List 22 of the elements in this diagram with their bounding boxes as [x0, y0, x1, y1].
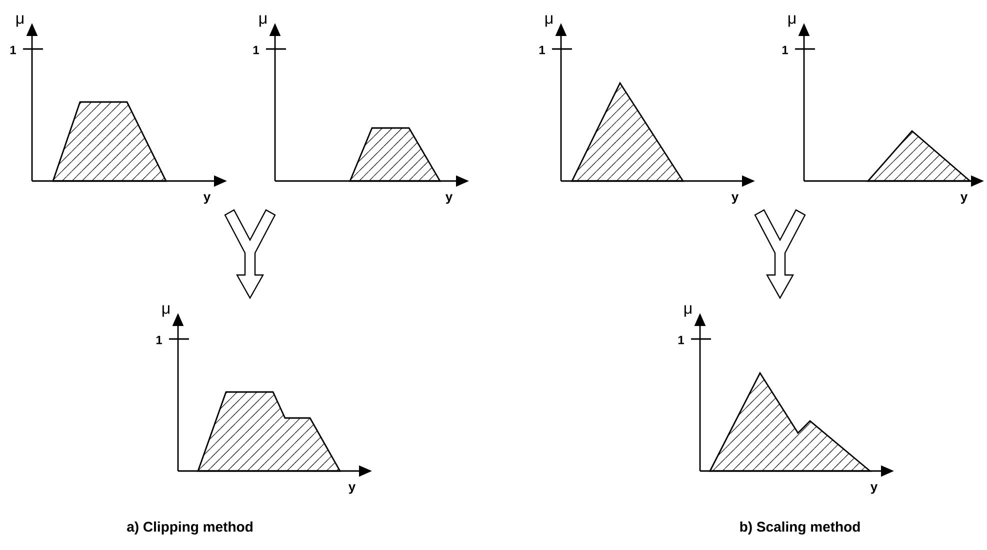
axis-label: μ — [259, 15, 266, 27]
axis-label: y — [348, 484, 356, 494]
axis-label: μ — [162, 305, 170, 317]
caption: b) Scaling method — [740, 521, 860, 535]
merge-arrow — [754, 209, 806, 300]
axis-label: μ — [16, 15, 24, 27]
tick-label: 1 — [253, 46, 259, 54]
axis-label: μ — [545, 15, 552, 27]
caption: a) Clipping method — [127, 521, 252, 535]
axis-label: μ — [684, 305, 692, 317]
tick-label: 1 — [156, 336, 162, 344]
tick-label: 1 — [539, 46, 545, 54]
tick-label: 1 — [10, 46, 16, 54]
axis-label: y — [203, 194, 211, 204]
axis-label: μ — [788, 15, 796, 27]
tick-label: 1 — [782, 46, 788, 54]
axis-label: y — [960, 194, 968, 204]
merge-arrow — [224, 209, 276, 300]
tick-label: 1 — [678, 336, 684, 344]
axis-label: y — [445, 194, 453, 204]
axis-label: y — [870, 484, 878, 494]
axis-label: y — [732, 194, 739, 204]
